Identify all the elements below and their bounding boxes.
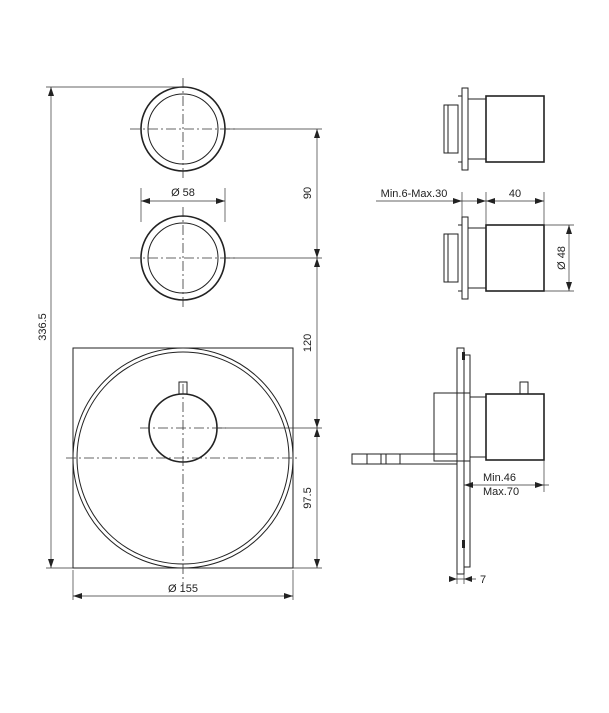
top-knob xyxy=(130,78,236,180)
spacing-middle-label: 120 xyxy=(302,334,314,352)
knob-diameter-label: Ø 58 xyxy=(171,187,195,199)
thermostatic-plate xyxy=(66,347,300,585)
plate-diameter-label: Ø 155 xyxy=(168,583,198,595)
total-height-label: 336.5 xyxy=(37,313,49,341)
spacing-lower-label: 97.5 xyxy=(302,487,314,508)
plate-thickness-label: 7 xyxy=(480,574,486,586)
knob-side-diameter-label: Ø 48 xyxy=(556,246,568,270)
spacing-upper-label: 90 xyxy=(302,187,314,199)
wall-range-label: Min.6-Max.30 xyxy=(381,188,448,200)
side-view-thermostat: Min.46 Max.70 7 xyxy=(351,347,549,586)
knob-depth-label: 40 xyxy=(509,188,521,200)
side-view-middle-knob: Min.6-Max.30 40 Ø 48 xyxy=(376,188,574,300)
side-view-top-knob xyxy=(443,87,545,171)
projection-min-label: Min.46 xyxy=(483,472,516,484)
front-view: 336.5 90 120 97.5 Ø 58 Ø 155 xyxy=(37,78,322,600)
projection-max-label: Max.70 xyxy=(483,486,519,498)
middle-knob xyxy=(130,207,236,309)
